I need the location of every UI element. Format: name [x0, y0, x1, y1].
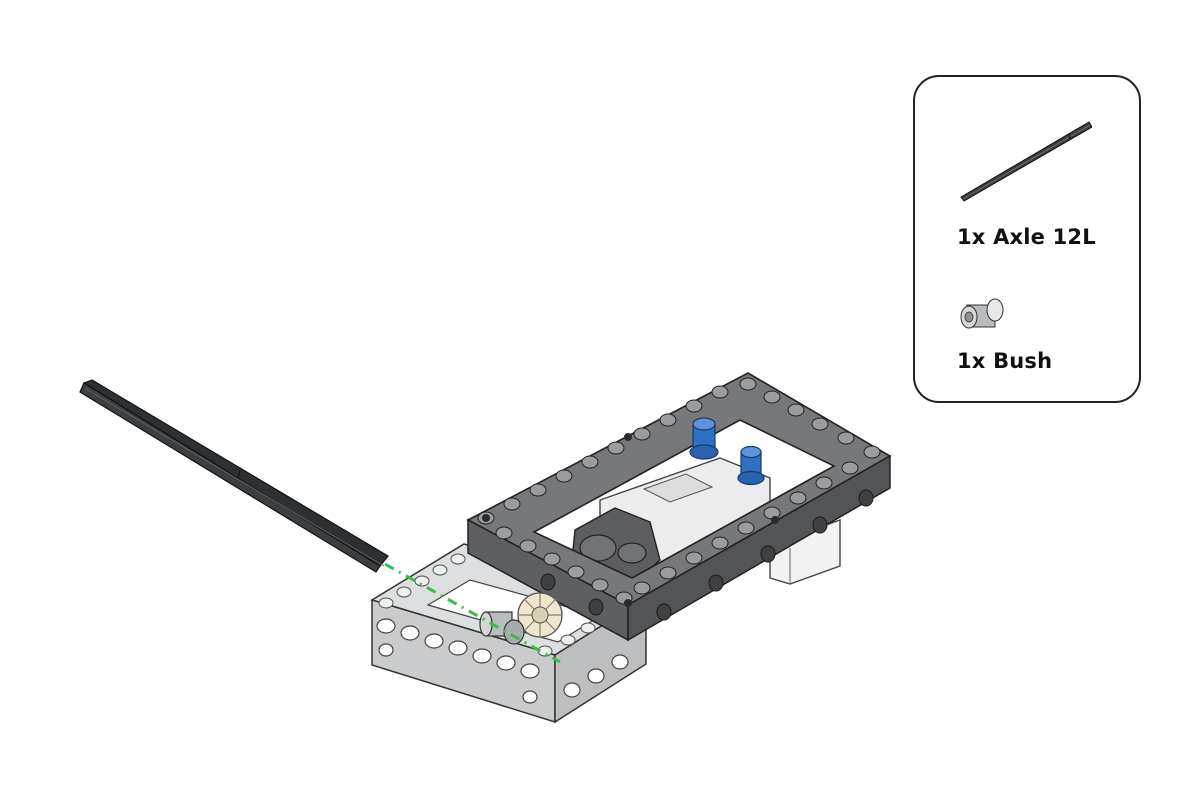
bevel-gear — [517, 592, 563, 638]
bush-icon — [957, 295, 1007, 335]
part-label-axle: 1x Axle 12L — [957, 225, 1096, 249]
axle-12l-icon — [957, 117, 1093, 207]
parts-callout: 1x Axle 12L 1x Bush — [913, 75, 1141, 403]
blue-pin-2 — [737, 445, 765, 486]
blue-pin-1 — [689, 417, 719, 460]
part-label-bush: 1x Bush — [957, 349, 1053, 373]
axle-12l — [79, 379, 389, 573]
blue-pins — [689, 417, 765, 486]
light-frame — [370, 543, 648, 724]
assembly-guide-line — [384, 562, 561, 664]
dark-frame — [466, 372, 892, 642]
